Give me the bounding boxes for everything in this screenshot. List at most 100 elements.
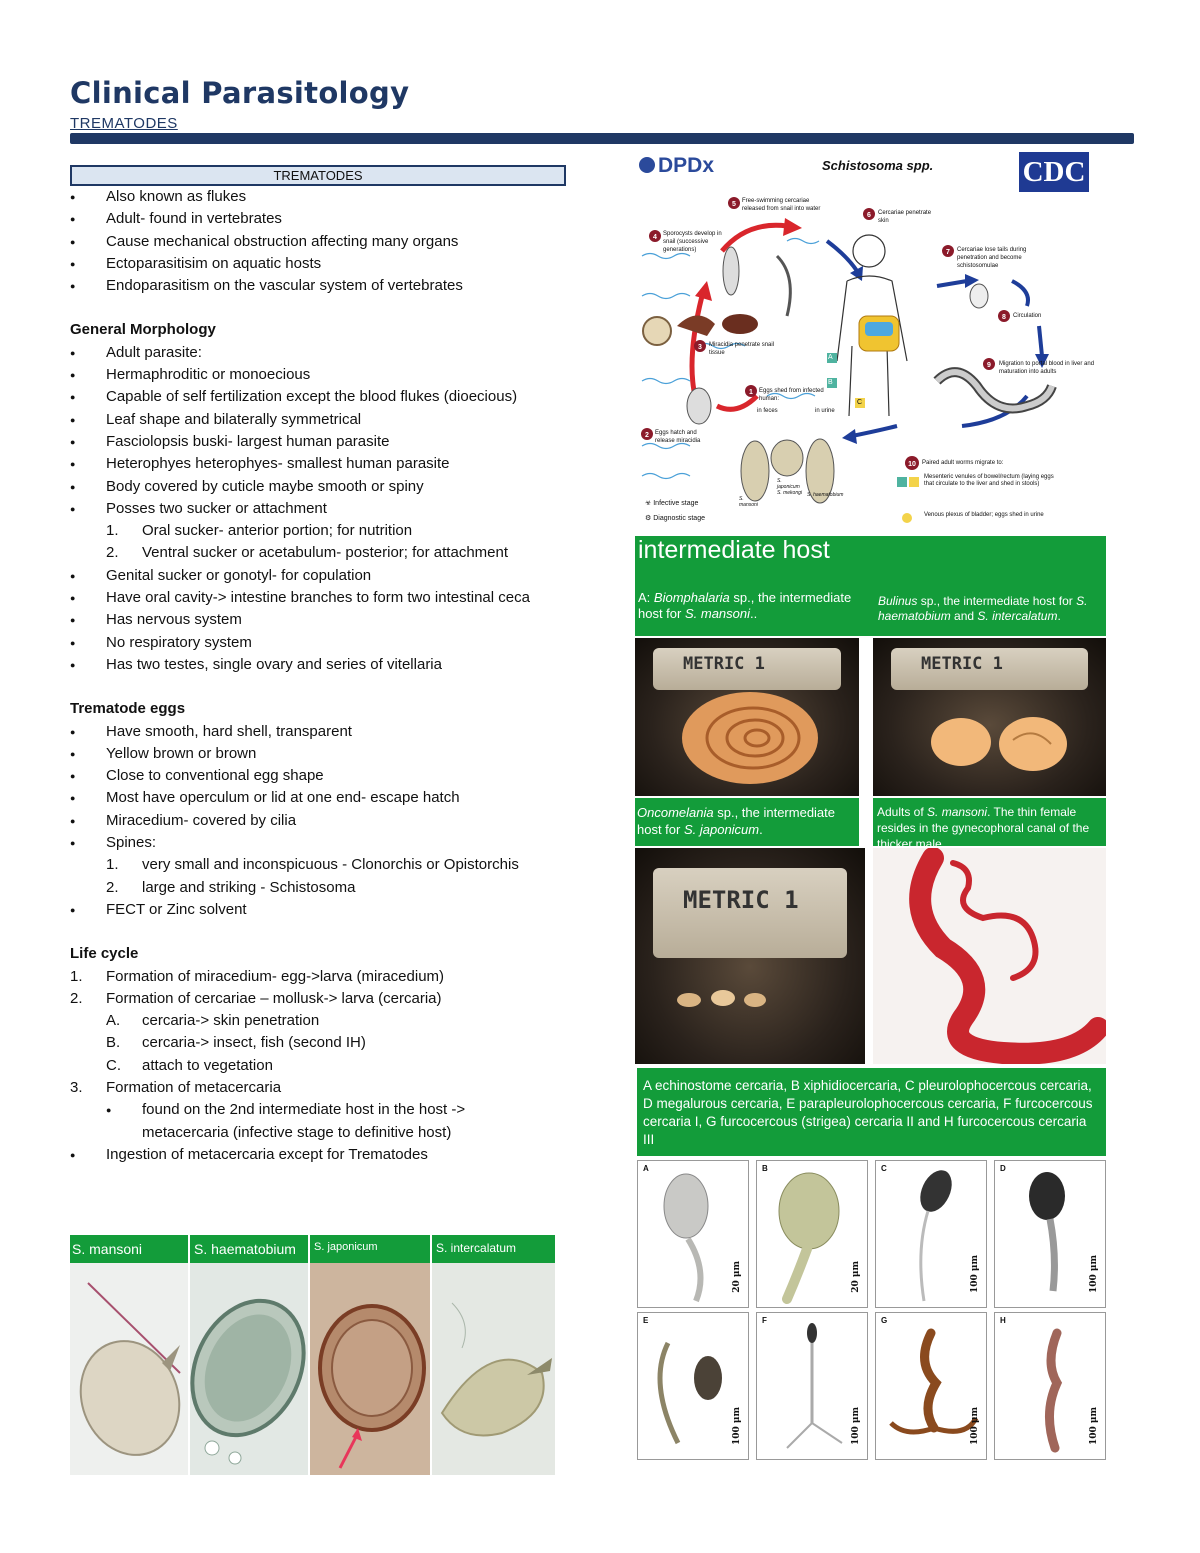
cercaria-cell: G 100 μm <box>875 1312 987 1460</box>
egg-photo-intercalatum <box>432 1263 555 1475</box>
step-text: Free-swimming cercariae released from sn… <box>742 198 821 212</box>
list-item: Have oral cavity-> intestine branches to… <box>70 587 570 610</box>
morphology-list: Adult parasite: Hermaphroditic or monoec… <box>70 342 570 521</box>
lifecycle-list: 1.Formation of miracedium- egg->larva (m… <box>70 966 570 1144</box>
photo-oncomelania: METRIC 1 <box>635 848 865 1064</box>
metric-ruler: METRIC 1 <box>891 648 1088 690</box>
cercaria-cell: B 20 μm <box>756 1160 868 1308</box>
destination-c: Venous plexus of bladder; eggs shed in u… <box>924 512 1044 518</box>
cell-label: E <box>643 1316 649 1325</box>
list-item: Heterophyes heterophyes- smallest human … <box>70 453 570 476</box>
snail-shell-image <box>931 717 1067 771</box>
scale-bar: 100 μm <box>851 1406 861 1445</box>
badge-b: B <box>828 379 833 386</box>
cell-label: C <box>881 1164 887 1173</box>
step-text: Cercariae penetrate skin <box>878 210 932 224</box>
list-item: found on the 2nd intermediate host in th… <box>106 1099 570 1144</box>
list-item: 3.Formation of metacercaria found on the… <box>70 1077 570 1144</box>
cercaria-cell: C 100 μm <box>875 1160 987 1308</box>
caption-oncomelania: Oncomelania sp., the intermediate host f… <box>635 798 859 846</box>
page-title: Clinical Parasitology <box>70 76 410 110</box>
cercaria-cell: F 100 μm <box>756 1312 868 1460</box>
cell-label: G <box>881 1316 888 1325</box>
list-item: Yellow brown or brown <box>70 743 570 766</box>
svg-text:3: 3 <box>698 344 702 351</box>
scale-bar: 100 μm <box>732 1406 742 1445</box>
list-item: Hermaphroditic or monoecious <box>70 364 570 387</box>
list-item: Capable of self fertilization except the… <box>70 386 570 409</box>
list-item: C.attach to vegetation <box>106 1056 273 1074</box>
urine-label: in urine <box>815 408 835 414</box>
list-item: Body covered by cuticle maybe smooth or … <box>70 476 570 499</box>
list-item: Miracedium- covered by cilia <box>70 810 570 833</box>
destination-ab: Mesenteric venules of bowel/rectum (layi… <box>924 474 1054 487</box>
list-item: Posses two sucker or attachment <box>70 498 570 521</box>
egg-label-intercalatum: S. intercalatum <box>432 1235 555 1263</box>
cercaria-image <box>1044 1328 1063 1453</box>
list-item: Fasciolopsis buski- largest human parasi… <box>70 431 570 454</box>
step-text: Circulation <box>1013 313 1042 319</box>
scale-bar: 20 μm <box>732 1261 742 1293</box>
legend-diagnostic: ⚙ Diagnostic stage <box>645 515 705 522</box>
cercaria-cell: D 100 μm <box>994 1160 1106 1308</box>
cercaria-cell: A 20 μm <box>637 1160 749 1308</box>
list-item: Leaf shape and bilaterally symmetrical <box>70 409 570 432</box>
step-text: Migration to portal blood in liver and m… <box>999 361 1095 375</box>
microscope-icon: ⚙ <box>645 515 652 522</box>
egg-image <box>190 1298 306 1465</box>
svg-text:1: 1 <box>749 389 753 396</box>
host-banner-title: intermediate host <box>638 536 830 564</box>
list-item: 1.Formation of miracedium- egg->larva (m… <box>70 967 445 985</box>
cell-label: A <box>643 1164 649 1173</box>
section-heading-lifecycle: Life cycle <box>70 945 139 963</box>
cercaria-types-figure: A echinostome cercaria, B xiphidiocercar… <box>637 1068 1106 1460</box>
schistosome-eggs-figure: S. mansoni S. haematobium S. japonicum S… <box>70 1235 555 1475</box>
cell-label: D <box>1000 1164 1006 1173</box>
photo-biomphalaria: METRIC 1 <box>635 638 859 796</box>
list-item: Close to conventional egg shape <box>70 765 570 788</box>
list-item: B.cercaria-> insect, fish (second IH) <box>106 1034 366 1052</box>
cercaria-image <box>778 1172 840 1304</box>
step-text: Miracidia penetrate snail tissue <box>709 342 775 356</box>
cercaria-image <box>919 1170 952 1302</box>
list-item: No respiratory system <box>70 632 570 655</box>
scale-bar: 20 μm <box>851 1261 861 1293</box>
cercaria-image <box>657 1341 722 1445</box>
cercaria-image <box>889 1328 979 1435</box>
cdc-lifecycle-figure: DPDx Schistosoma spp. CDC <box>637 146 1105 530</box>
section-heading-eggs: Trematode eggs <box>70 700 186 718</box>
scale-bar: 100 μm <box>1089 1406 1099 1445</box>
cercaria-cell: H 100 μm <box>994 1312 1106 1460</box>
caption-bulinus: Bulinus sp., the intermediate host for S… <box>878 594 1088 623</box>
list-item: Have smooth, hard shell, transparent <box>70 721 570 744</box>
lifecycle-final: Ingestion of metacercaria except for Tre… <box>70 1144 570 1167</box>
step-text: Sporocysts develop in snail (successive … <box>663 231 722 253</box>
list-item: Most have operculum or lid at one end- e… <box>70 787 570 810</box>
step-text: Eggs shed from infected human: <box>759 388 824 402</box>
snail-shell-image <box>682 692 818 784</box>
feces-label: in feces <box>757 408 778 414</box>
cell-label: H <box>1000 1316 1006 1325</box>
spines-list: 1.very small and inconspicuous - Clonorc… <box>70 854 570 899</box>
cercaria-cell: E 100 μm <box>637 1312 749 1460</box>
trematodes-heading-box: TREMATODES <box>70 165 566 186</box>
list-item: 2.large and striking - Schistosoma <box>106 878 356 896</box>
photo-bulinus: METRIC 1 <box>873 638 1106 796</box>
species-label: S. japonicum S. mekongi <box>777 478 803 496</box>
list-item: Also known as flukes <box>70 186 570 209</box>
cercaria-image <box>1029 1172 1065 1292</box>
page-subtitle: Trematodes <box>70 115 178 132</box>
list-item: Genital sucker or gonotyl- for copulatio… <box>70 565 570 588</box>
header-rule <box>70 133 1134 144</box>
list-item: Ingestion of metacercaria except for Tre… <box>70 1144 570 1167</box>
cell-label: F <box>762 1316 767 1325</box>
legend-infective: ☣ Infective stage <box>645 500 699 507</box>
cercaria-caption: A echinostome cercaria, B xiphidiocercar… <box>637 1068 1106 1156</box>
section-heading-morphology: General Morphology <box>70 321 216 339</box>
svg-text:7: 7 <box>946 249 950 256</box>
step-text: Eggs hatch and release miracidia <box>655 430 701 444</box>
step-text: Paired adult worms migrate to: <box>922 460 1004 466</box>
metacercaria-sublist: found on the 2nd intermediate host in th… <box>106 1099 570 1144</box>
egg-image <box>79 1282 181 1456</box>
list-item: 1.very small and inconspicuous - Clonorc… <box>106 856 519 874</box>
